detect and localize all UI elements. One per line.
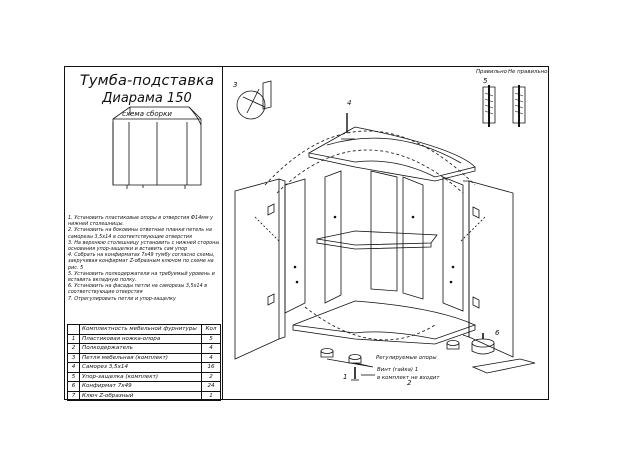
instruction-list: 1. Установить пластиковые опоры в отверс…	[68, 215, 220, 302]
instruction-step: 1. Установить пластиковые опоры в отверс…	[68, 215, 214, 228]
cabinet-preview-drawing	[112, 106, 202, 189]
sheet-subtitle: Диарама 150	[102, 91, 192, 106]
instruction-step: 2. Установить на боковины ответные планк…	[68, 227, 212, 240]
label-adjustable-feet: Регулируемые опоры	[376, 355, 437, 361]
figure-number: 2	[407, 379, 412, 387]
sheet-caption: схема сборки	[122, 110, 172, 118]
instruction-step: 3. На верхнюю столешницу установить с ни…	[68, 239, 220, 253]
instruction-step: 6. Установить на фасады петли на саморез…	[68, 283, 208, 296]
assembly-sheet: Тумба-подставка Диарама 150 схема сборки…	[64, 66, 549, 401]
label-screw-note-1: Винт (гайка) 1	[377, 367, 419, 373]
figure-number: 5	[483, 77, 488, 85]
figure-number: 4	[347, 99, 352, 107]
figure-number: 1	[343, 373, 348, 381]
table-cell: 1	[201, 390, 221, 401]
instruction-step: 7. Отрегулировать петли и упор-защелку	[68, 295, 176, 302]
figure-number: 6	[495, 329, 500, 337]
figure-number: 3	[233, 81, 238, 89]
sheet-divider	[222, 67, 223, 399]
label-wrong: Не правильно	[508, 69, 548, 75]
sheet-title: Тумба-подставка	[79, 73, 215, 89]
instruction-step: 5. Установить полкодержатели на требуемы…	[68, 270, 215, 284]
label-screw-note-2: в комплект не входит	[377, 375, 440, 381]
instruction-step: 4. Собрать на конфирматах 7х49 тумбу сог…	[68, 252, 215, 271]
exploded-assembly-drawing	[234, 80, 536, 381]
label-correct: Правильно	[476, 69, 507, 75]
